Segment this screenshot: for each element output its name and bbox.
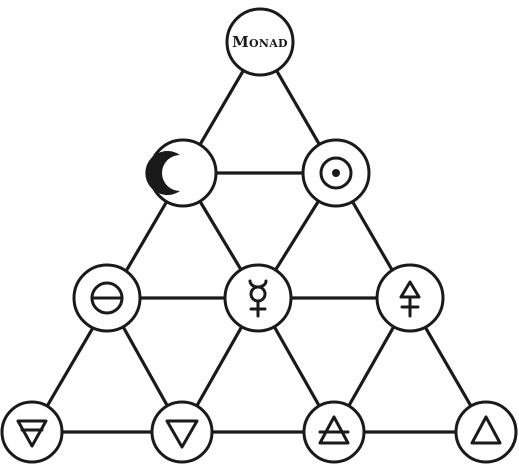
air-element-icon (318, 415, 350, 445)
node-salt (72, 263, 142, 333)
water-element-icon (165, 419, 199, 449)
sulfur-icon (399, 280, 421, 318)
fire-element-icon (470, 415, 502, 445)
edge (258, 40, 488, 434)
node-sun (301, 138, 371, 208)
node-water (150, 400, 214, 464)
node-sulfur (375, 263, 445, 333)
monad-label: MONAD (232, 33, 288, 51)
node-fire (454, 400, 518, 464)
edges (30, 40, 488, 434)
mercury-icon (248, 279, 268, 318)
edge (30, 40, 262, 434)
node-moon (145, 138, 218, 208)
salt-icon (90, 281, 124, 315)
node-monad: MONAD (225, 7, 295, 77)
earth-element-icon (16, 419, 48, 448)
node-earth (0, 400, 64, 464)
node-mercury (223, 263, 293, 333)
sun-icon (319, 156, 353, 190)
node-air (302, 400, 366, 464)
crescent-moon-icon (145, 151, 180, 195)
